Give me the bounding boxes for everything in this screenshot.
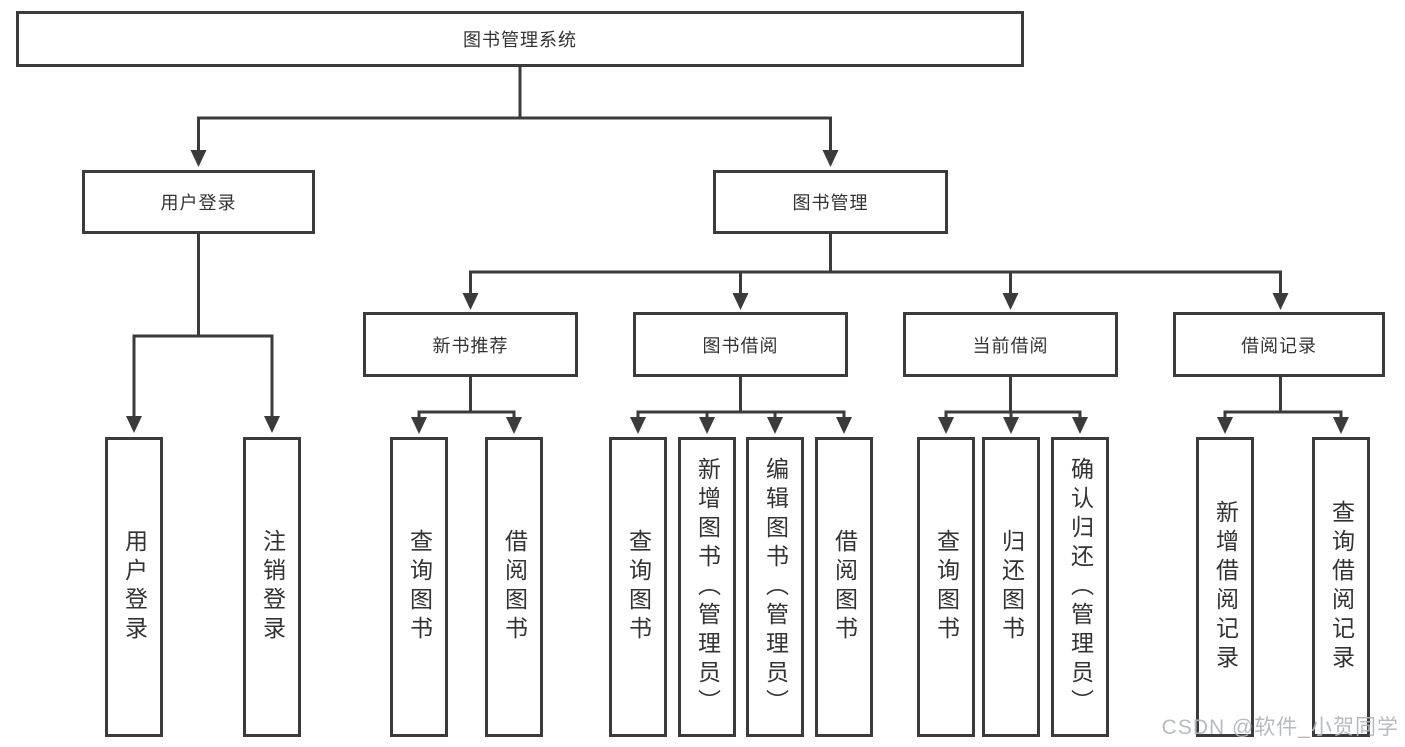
leaf-query-books-recommend: 查询图书 [390,437,448,737]
node-borrow-records: 借阅记录 [1173,312,1385,377]
leaf-borrow-books-label: 借阅图书 [831,529,858,645]
leaf-add-borrow-record: 新增借阅记录 [1196,437,1254,737]
csdn-watermark: CSDN @软件_小贺同学 [1161,716,1399,739]
leaf-query-books-borrow: 查询图书 [609,437,667,737]
leaf-return-book-label: 归还图书 [998,529,1025,645]
leaf-query-books-current: 查询图书 [917,437,975,737]
leaf-add-book-admin: 新增图书（管理员） [678,437,736,737]
leaf-query-books-current-label: 查询图书 [933,529,960,645]
leaf-borrow-books: 借阅图书 [815,437,873,737]
leaf-edit-book-admin-label: 编辑图书（管理员） [762,456,789,718]
node-current-borrow: 当前借阅 [903,312,1118,377]
leaf-user-login-label: 用户登录 [121,529,148,645]
leaf-user-login: 用户登录 [105,437,163,737]
leaf-confirm-return-admin: 确认归还（管理员） [1051,437,1109,737]
node-new-book-recommend: 新书推荐 [363,312,578,377]
leaf-borrow-books-recommend: 借阅图书 [485,437,543,737]
leaf-add-book-admin-label: 新增图书（管理员） [694,456,721,718]
connector-stems [132,67,1343,419]
leaf-query-books-borrow-label: 查询图书 [625,529,652,645]
node-user-login: 用户登录 [82,170,315,234]
leaf-query-borrow-record-label: 查询借阅记录 [1328,500,1355,674]
leaf-edit-book-admin: 编辑图书（管理员） [746,437,804,737]
leaf-logout: 注销登录 [243,437,301,737]
node-root-system: 图书管理系统 [16,11,1024,67]
node-book-management: 图书管理 [713,170,948,234]
leaf-borrow-books-recommend-label: 借阅图书 [501,529,528,645]
leaf-return-book: 归还图书 [982,437,1040,737]
leaf-query-borrow-record: 查询借阅记录 [1312,437,1370,737]
leaf-query-books-recommend-label: 查询图书 [406,529,433,645]
node-book-borrow: 图书借阅 [633,312,848,377]
leaf-logout-label: 注销登录 [259,529,286,645]
leaf-add-borrow-record-label: 新增借阅记录 [1212,500,1239,674]
leaf-confirm-return-admin-label: 确认归还（管理员） [1067,456,1094,718]
